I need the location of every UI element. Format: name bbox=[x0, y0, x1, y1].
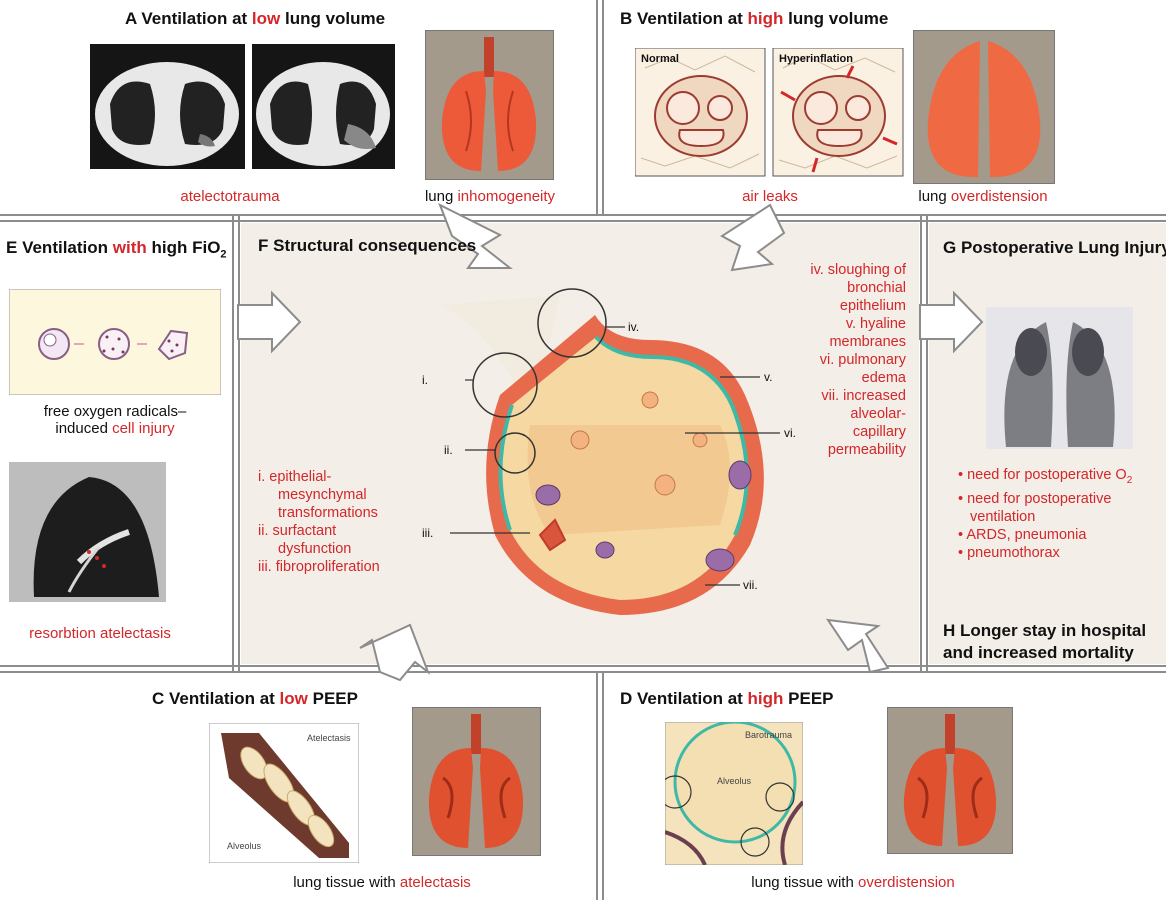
lung-render-image bbox=[425, 30, 554, 180]
list-item: • need for postoperative O2 bbox=[958, 466, 1132, 490]
caption-atelectotrauma: atelectotrauma bbox=[170, 188, 290, 205]
label-normal: Normal bbox=[641, 53, 679, 65]
panel-c-title: C Ventilation at low PEEP bbox=[152, 689, 358, 709]
panel-h-title: H Longer stay in hospital and increased … bbox=[943, 620, 1146, 664]
label-alveolus: Alveolus bbox=[227, 841, 262, 851]
marker-iii: iii. bbox=[422, 526, 433, 540]
airway-hyperinflation-diagram: Normal Hyperinflation bbox=[635, 48, 905, 178]
cell-injury-diagram bbox=[9, 289, 221, 395]
caption-free-oxygen-radicals: free oxygen radicals– induced cell injur… bbox=[0, 403, 230, 437]
list-item: • pneumothorax bbox=[958, 544, 1132, 562]
list-item: • ARDS, pneumonia bbox=[958, 526, 1132, 544]
caption-lung-overdistension: lung overdistension bbox=[898, 188, 1068, 205]
caption-resorbtion-atelectasis: resorbtion atelectasis bbox=[10, 625, 190, 642]
panel-e-title: E Ventilation with high FiO2 bbox=[6, 238, 227, 260]
marker-vii: vii. bbox=[743, 578, 758, 592]
caption-lung-tissue-overdistension: lung tissue with overdistension bbox=[718, 874, 988, 891]
caption-air-leaks: air leaks bbox=[720, 188, 820, 205]
marker-iv: iv. bbox=[628, 320, 639, 334]
chest-xray-image bbox=[986, 307, 1133, 449]
alveolus-illustration: i. ii. iii. iv. v. vi. vii. bbox=[420, 285, 800, 665]
lung-render-image bbox=[412, 707, 541, 856]
list-item: ventilation bbox=[958, 508, 1132, 526]
lung-render-image bbox=[887, 707, 1013, 854]
label-atelectasis: Atelectasis bbox=[307, 733, 351, 743]
panel-b-title: B Ventilation at high lung volume bbox=[620, 9, 888, 29]
panel-f-title: F Structural consequences bbox=[258, 236, 476, 256]
label-barotrauma: Barotrauma bbox=[745, 730, 792, 740]
structural-consequences-list-right: iv. sloughing of bronchial epithelium v.… bbox=[760, 261, 906, 459]
marker-ii: ii. bbox=[444, 443, 453, 457]
panel-d-title: D Ventilation at high PEEP bbox=[620, 689, 834, 709]
panel-g-title: G Postoperative Lung Injury bbox=[943, 238, 1166, 258]
postoperative-injury-list: • need for postoperative O2 • need for p… bbox=[958, 466, 1132, 562]
barotrauma-diagram: Barotrauma Alveolus bbox=[665, 722, 803, 865]
ct-sagittal-image bbox=[9, 462, 166, 602]
ct-scan-image bbox=[252, 44, 395, 169]
label-hyperinflation: Hyperinflation bbox=[779, 53, 853, 65]
atelectasis-diagram: Atelectasis Alveolus bbox=[209, 723, 359, 863]
label-alveolus: Alveolus bbox=[717, 776, 752, 786]
marker-i: i. bbox=[422, 373, 428, 387]
ct-scan-image bbox=[90, 44, 245, 169]
panel-a-title: A Ventilation at low lung volume bbox=[125, 9, 385, 29]
list-item: • need for postoperative bbox=[958, 490, 1132, 508]
caption-lung-inhomogeneity: lung inhomogeneity bbox=[400, 188, 580, 205]
structural-consequences-list-left: i. epithelial- mesynchymal transformatio… bbox=[258, 468, 380, 576]
lung-render-image bbox=[913, 30, 1055, 184]
caption-lung-tissue-atelectasis: lung tissue with atelectasis bbox=[262, 874, 502, 891]
